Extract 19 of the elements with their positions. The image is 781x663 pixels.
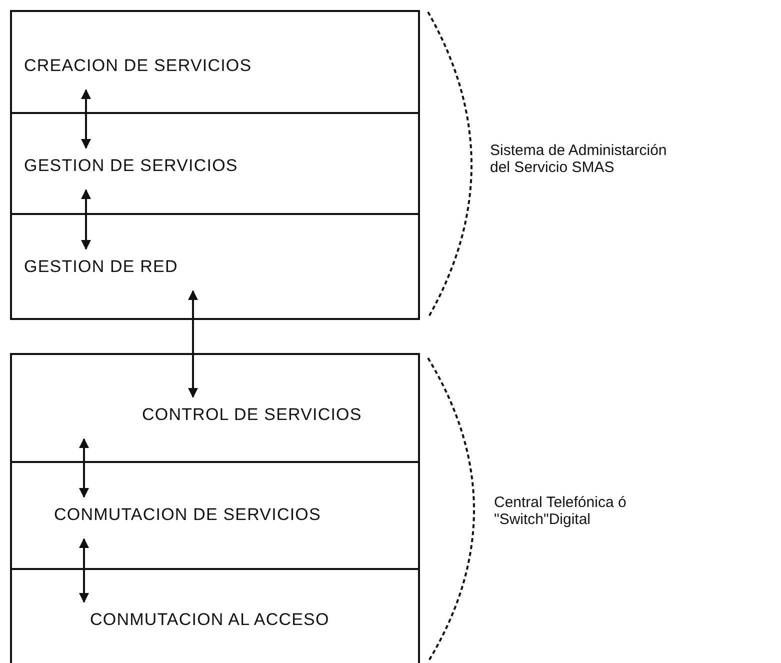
- layer-box: [10, 112, 420, 215]
- double-arrow: [188, 290, 198, 398]
- layer-box: [10, 353, 420, 463]
- layer-label: GESTION DE RED: [24, 257, 178, 277]
- double-arrow: [79, 538, 89, 603]
- layer-box: [10, 461, 420, 570]
- layer-box: [10, 568, 420, 663]
- layer-label: CREACION DE SERVICIOS: [24, 56, 252, 76]
- double-arrow: [81, 89, 91, 149]
- double-arrow: [79, 438, 89, 498]
- side-note: Sistema de Administarción del Servicio SMAS: [490, 142, 668, 176]
- layer-label: GESTION DE SERVICIOS: [24, 156, 238, 176]
- side-note: Central Telefónica ó "Switch"Digital: [494, 494, 628, 528]
- layer-box: [10, 213, 420, 320]
- double-arrow: [81, 189, 91, 250]
- layer-label: CONMUTACION AL ACCESO: [90, 610, 330, 630]
- layer-box: [10, 10, 420, 114]
- layer-label: CONMUTACION DE SERVICIOS: [54, 505, 321, 525]
- layer-label: CONTROL DE SERVICIOS: [142, 405, 362, 425]
